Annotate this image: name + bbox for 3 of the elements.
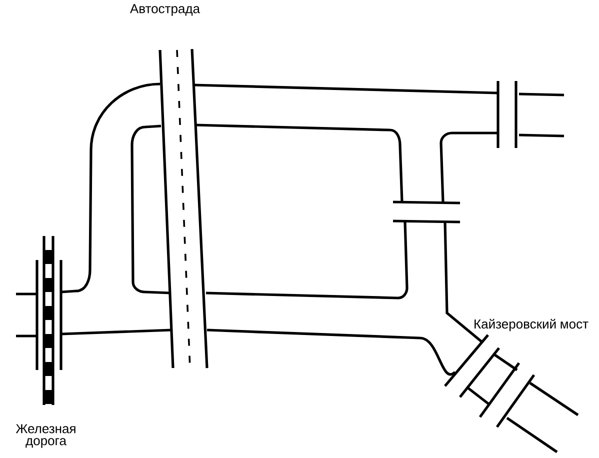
- map-label: Автострада: [130, 4, 200, 16]
- map-label: Кайзеровский мост: [474, 318, 588, 332]
- map-label: Железная дорога: [16, 424, 76, 448]
